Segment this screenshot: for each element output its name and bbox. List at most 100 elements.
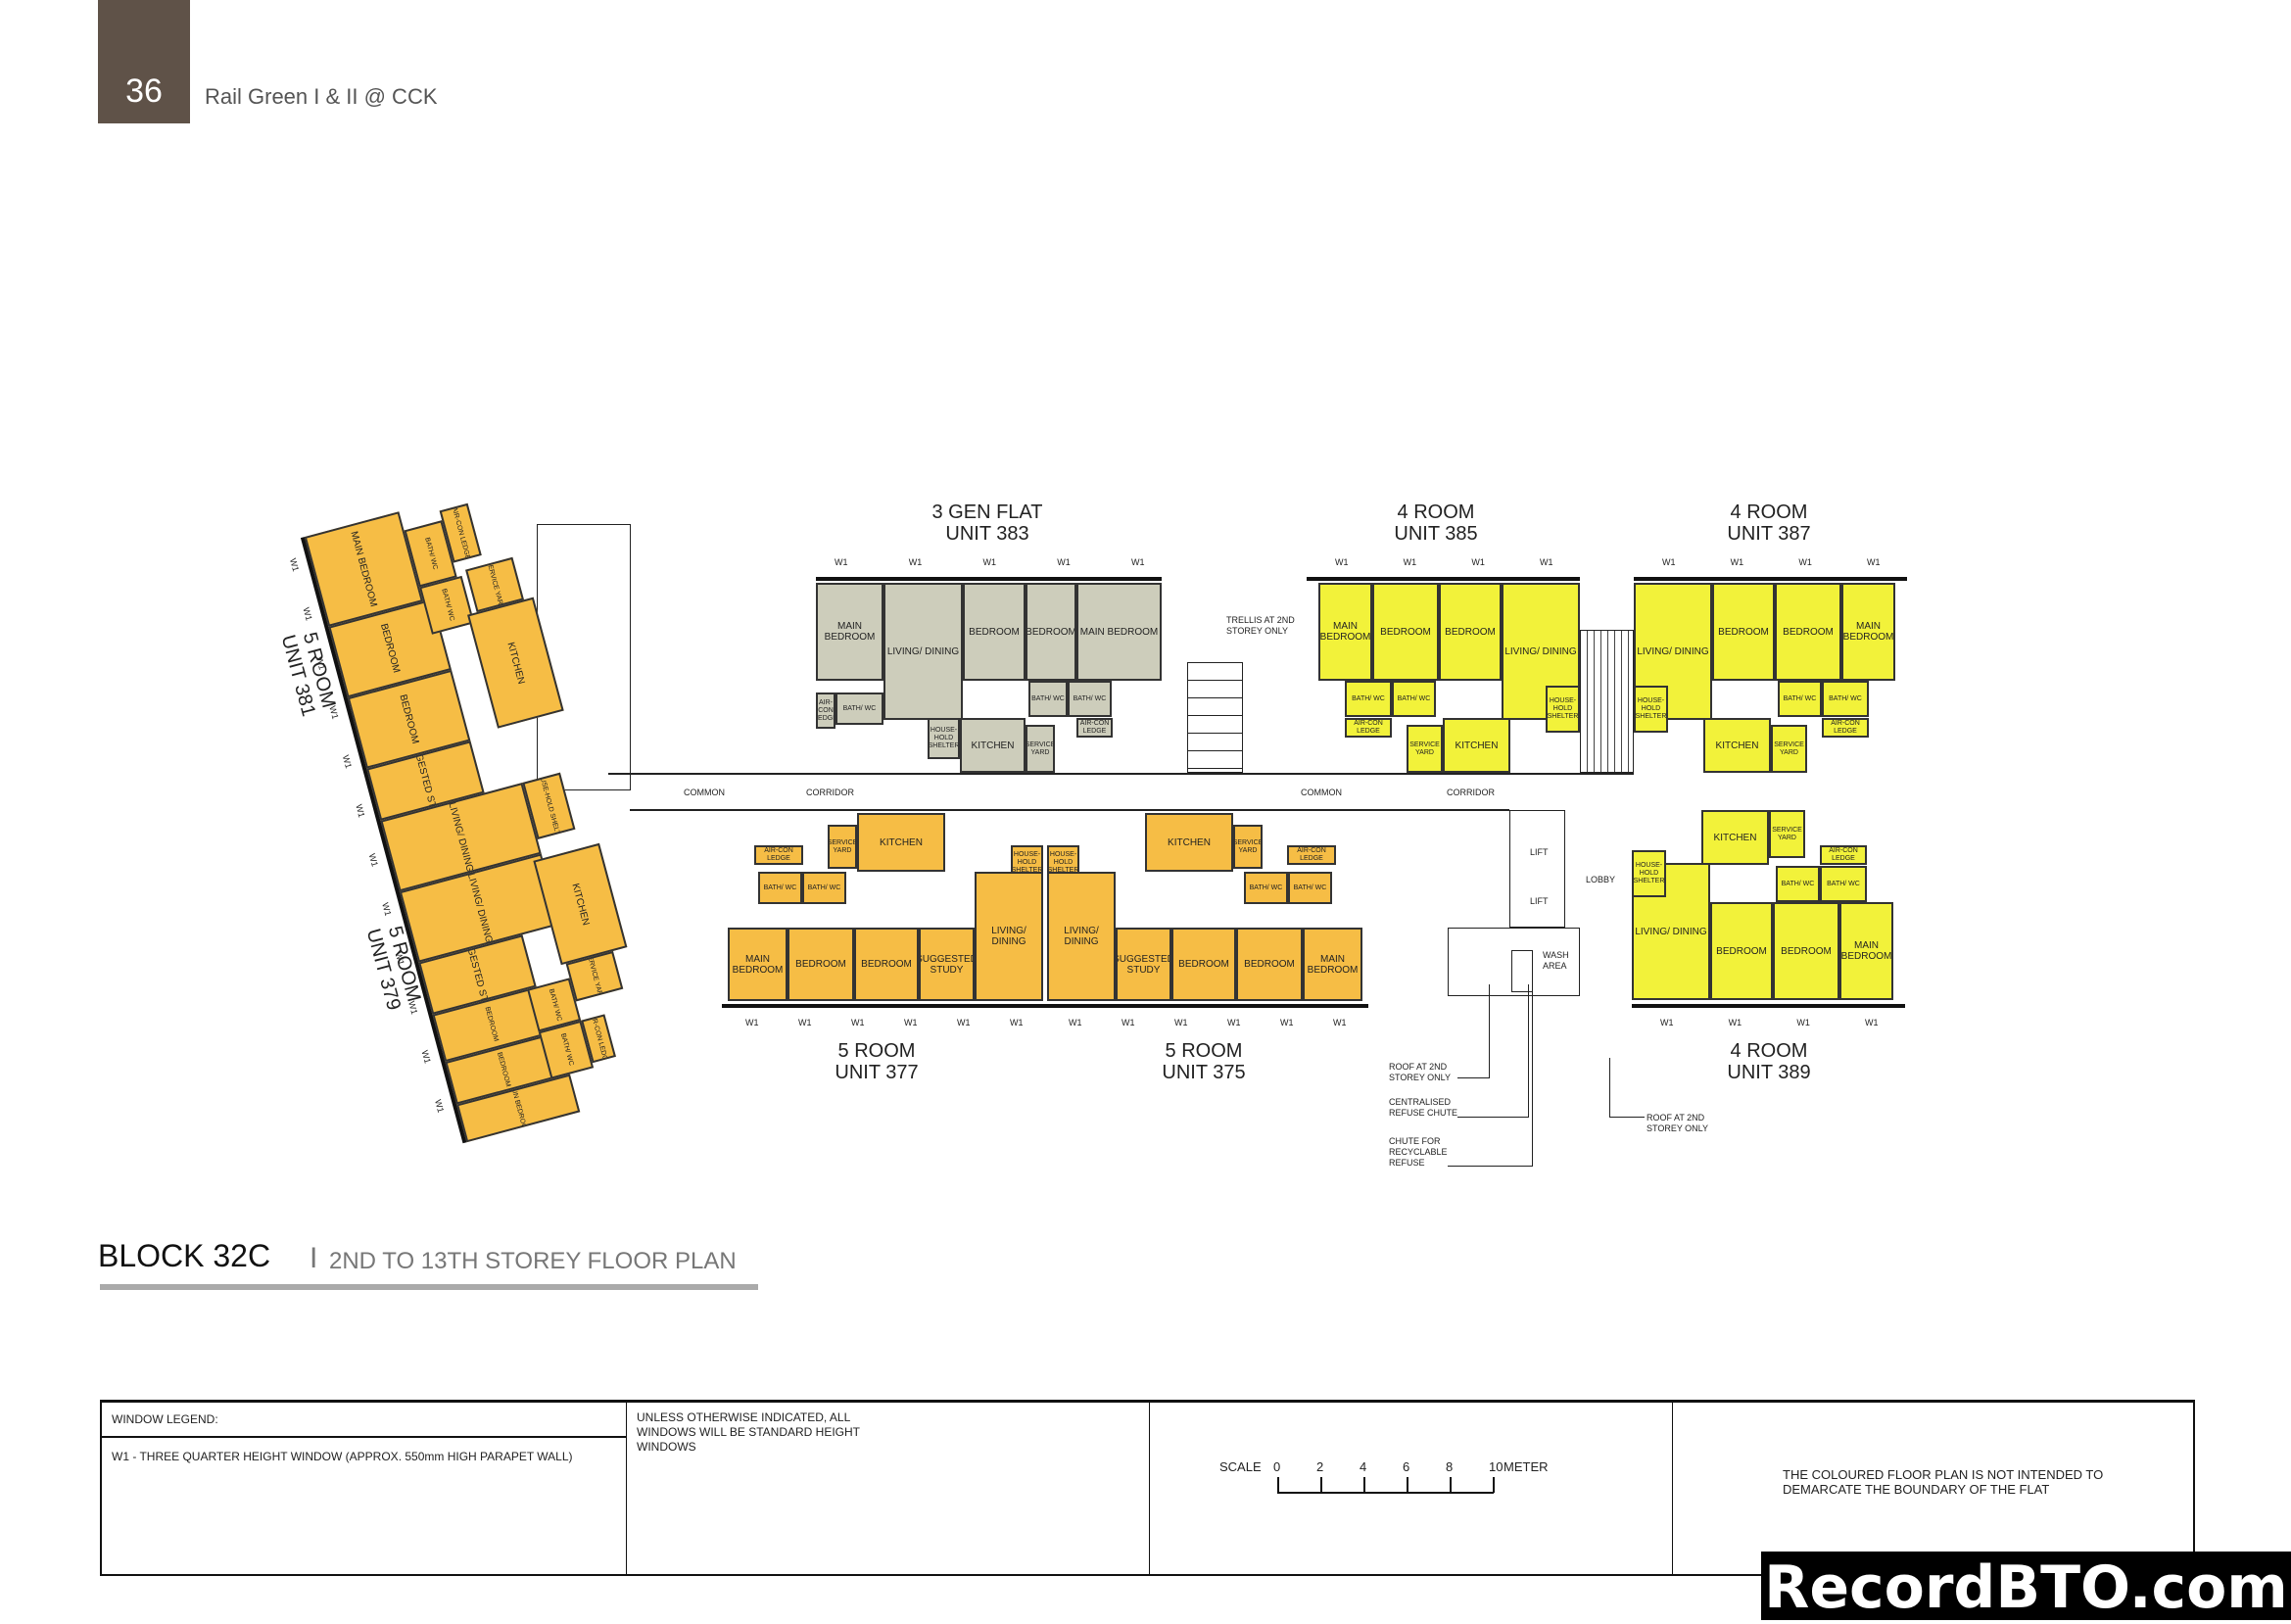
scale-tick bbox=[1450, 1477, 1452, 1493]
watermark: RecordBTO.com bbox=[1761, 1552, 2291, 1622]
room-label: KITCHEN bbox=[971, 740, 1015, 751]
room-label: BATH/ WC bbox=[423, 537, 439, 571]
trellis-staircase bbox=[1187, 662, 1243, 773]
window-w1-label: W1 bbox=[1798, 557, 1812, 567]
room-label: BEDROOM bbox=[1244, 959, 1295, 970]
standard-window-note: UNLESS OTHERWISE INDICATED, ALL WINDOWS … bbox=[637, 1410, 860, 1454]
window-w1-label: W1 bbox=[1227, 1018, 1241, 1027]
room-label: HOUSE-HOLD SHELTER bbox=[1635, 697, 1667, 720]
room-label: LIVING/ DINING bbox=[1635, 926, 1707, 937]
room-label: SUGGESTED STUDY bbox=[919, 953, 975, 976]
leader-line bbox=[1457, 1077, 1489, 1078]
unit-number: UNIT 387 bbox=[1727, 523, 1811, 545]
room-label: BEDROOM bbox=[1783, 626, 1834, 638]
window-w1-label: W1 bbox=[851, 1018, 865, 1027]
window-w1-label: W1 bbox=[1540, 557, 1553, 567]
room-label: BATH/ WC bbox=[1352, 694, 1385, 702]
refuse-chute bbox=[1511, 950, 1533, 992]
facade-wall bbox=[1632, 1004, 1905, 1008]
floor-plan-subtitle: 2ND TO 13TH STOREY FLOOR PLAN bbox=[329, 1248, 737, 1274]
room-label: BATH/ WC bbox=[1781, 880, 1815, 887]
scale-tick bbox=[1277, 1477, 1279, 1493]
unit-number: UNIT 377 bbox=[835, 1062, 919, 1083]
lobby-label: LOBBY bbox=[1586, 875, 1616, 884]
scale-baseline bbox=[1277, 1492, 1494, 1494]
room-kitchen: KITCHEN bbox=[960, 718, 1026, 773]
room-label: HOUSE-HOLD SHELTER bbox=[536, 772, 563, 839]
room-bath-wc: BATH/ WC bbox=[1288, 872, 1332, 904]
room-bedroom: BEDROOM bbox=[963, 583, 1026, 681]
legend-table: WINDOW LEGEND: W1 - THREE QUARTER HEIGHT… bbox=[100, 1400, 2195, 1576]
legend-divider bbox=[626, 1403, 627, 1574]
room-label: AIR-CON LEDGE bbox=[1829, 847, 1858, 862]
room-bath-wc: BATH/ WC bbox=[1345, 681, 1392, 717]
leader-line bbox=[1457, 1117, 1528, 1118]
room-label: BEDROOM bbox=[795, 959, 846, 970]
facade-wall bbox=[722, 1004, 1045, 1008]
window-w1-label: W1 bbox=[366, 852, 380, 868]
room-suggested-study: SUGGESTED STUDY bbox=[1116, 928, 1171, 1001]
room-label: HOUSE-HOLD SHELTER bbox=[928, 727, 960, 749]
room-bedroom: BEDROOM bbox=[1236, 928, 1303, 1001]
room-label: AIR-CON LEDGE bbox=[1079, 720, 1110, 735]
room-label: BEDROOM bbox=[1718, 626, 1769, 638]
corridor-edge-top bbox=[608, 773, 1634, 775]
room-main-bedroom: MAIN BEDROOM bbox=[1839, 902, 1893, 1000]
room-service-yard: SERVICE YARD bbox=[828, 825, 857, 869]
window-w1-label: W1 bbox=[835, 557, 848, 567]
room-label: BEDROOM bbox=[969, 626, 1020, 638]
scale-tick-label: 2 bbox=[1316, 1459, 1324, 1474]
room-label: KITCHEN bbox=[1455, 740, 1499, 751]
room-label: BATH/ WC bbox=[1783, 694, 1817, 702]
room-bath-wc: BATH/ WC bbox=[1776, 866, 1820, 902]
facade-wall bbox=[1045, 1004, 1368, 1008]
room-label: BATH/ WC bbox=[807, 884, 841, 891]
facade-wall bbox=[816, 577, 1162, 581]
common-label: COMMON bbox=[684, 788, 725, 797]
window-w1-label: W1 bbox=[904, 1018, 918, 1027]
window-w1-label: W1 bbox=[908, 557, 923, 567]
scale-tick bbox=[1320, 1477, 1322, 1493]
room-house-hold-shelter: HOUSE-HOLD SHELTER bbox=[1632, 850, 1666, 897]
legend-divider bbox=[1149, 1403, 1150, 1574]
room-air-con-ledge: AIR-CON LEDGE bbox=[1822, 718, 1869, 738]
room-label: AIR-CON LEDGE bbox=[589, 1014, 610, 1064]
leader-line bbox=[1609, 1058, 1610, 1117]
room-label: LIVING/ DINING bbox=[886, 645, 960, 657]
room-kitchen: KITCHEN bbox=[1703, 718, 1771, 773]
room-label: SERVICE YARD bbox=[1026, 740, 1055, 756]
room-bedroom: BEDROOM bbox=[788, 928, 854, 1001]
room-bedroom: BEDROOM bbox=[1439, 583, 1502, 681]
trellis-note: TRELLIS AT 2ND STOREY ONLY bbox=[1226, 615, 1295, 636]
room-main-bedroom: MAIN BEDROOM bbox=[816, 583, 883, 681]
window-w1-label: W1 bbox=[1865, 1018, 1879, 1027]
w1-description: W1 - THREE QUARTER HEIGHT WINDOW (APPROX… bbox=[112, 1450, 573, 1463]
room-living-dining: LIVING/ DINING bbox=[975, 872, 1043, 1001]
room-bath-wc: BATH/ WC bbox=[1244, 872, 1288, 904]
room-label: BATH/ WC bbox=[547, 987, 562, 1022]
scale-tick-label: 4 bbox=[1360, 1459, 1367, 1474]
room-label: LIVING/ DINING bbox=[1064, 926, 1099, 947]
room-service-yard: SERVICE YARD bbox=[1769, 810, 1805, 858]
room-label: AIR-CON LEDGE bbox=[1831, 720, 1860, 735]
room-service-yard: SERVICE YARD bbox=[1233, 825, 1263, 869]
room-label: MAIN BEDROOM bbox=[348, 530, 379, 608]
room-label: BEDROOM bbox=[861, 959, 912, 970]
room-bedroom: BEDROOM bbox=[1712, 583, 1775, 681]
window-w1-label: W1 bbox=[1069, 1018, 1082, 1027]
block-title: BLOCK 32C bbox=[98, 1238, 271, 1273]
window-w1-label: W1 bbox=[1660, 1018, 1674, 1027]
roof-note-right: ROOF AT 2ND STOREY ONLY bbox=[1647, 1113, 1709, 1133]
room-label: BATH/ WC bbox=[1293, 884, 1327, 891]
room-bedroom: BEDROOM bbox=[1775, 583, 1841, 681]
scale-tick-label: 0 bbox=[1273, 1459, 1281, 1474]
corridor-edge-bottom bbox=[630, 809, 1509, 811]
common-label: COMMON bbox=[1301, 788, 1342, 797]
room-label: KITCHEN bbox=[569, 882, 592, 927]
room-label: MAIN BEDROOM bbox=[824, 621, 876, 643]
